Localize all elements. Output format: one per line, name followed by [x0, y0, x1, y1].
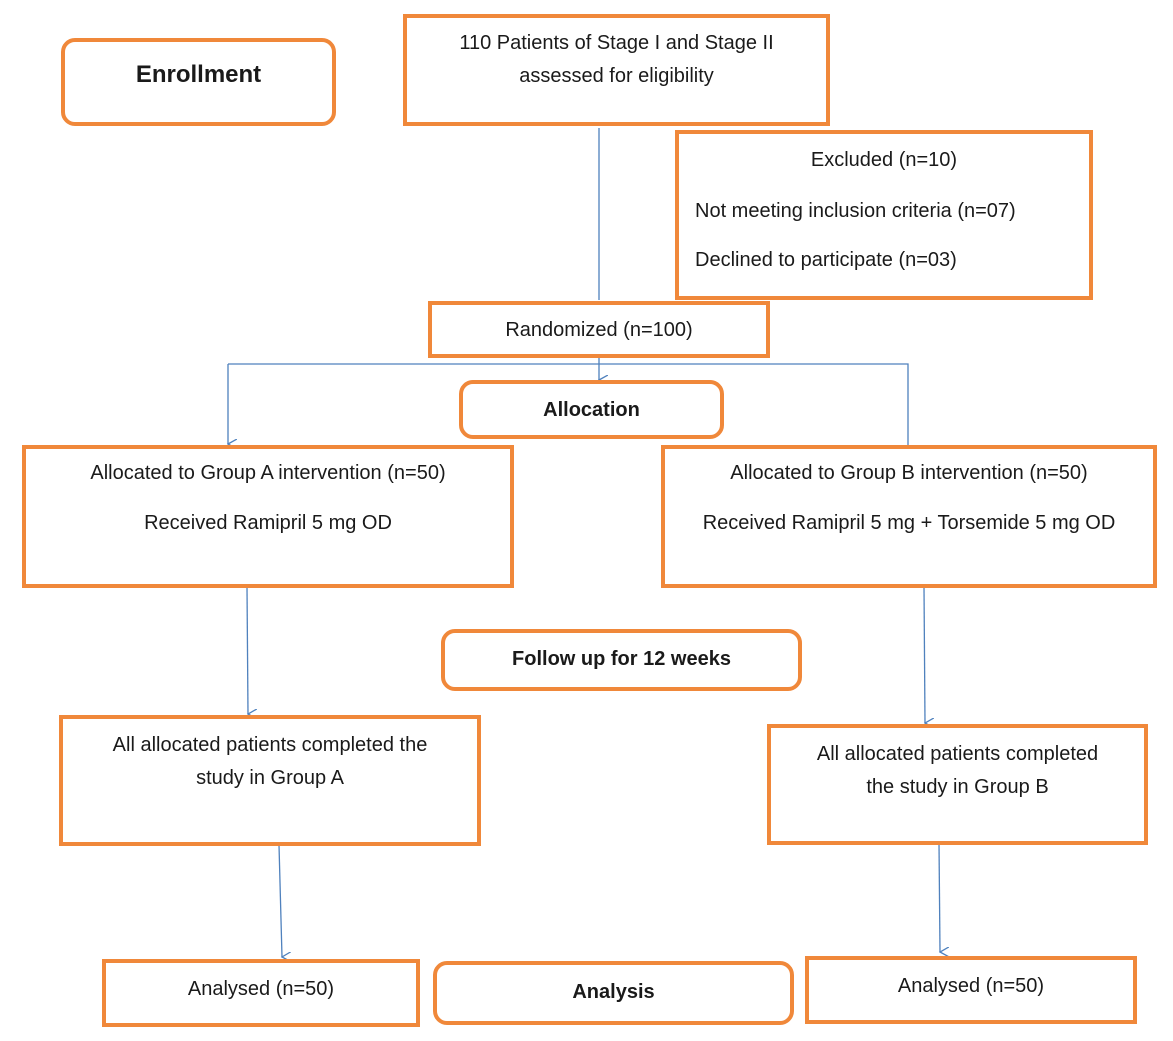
- assessed-box: 110 Patients of Stage I and Stage II ass…: [403, 14, 830, 126]
- group-b-line1: Allocated to Group B intervention (n=50): [730, 462, 1088, 484]
- completed-b-line2: the study in Group B: [866, 776, 1049, 798]
- assessed-line1: 110 Patients of Stage I and Stage II: [459, 32, 774, 54]
- completed-b-line1: All allocated patients completed: [816, 743, 1099, 765]
- excluded-title: Excluded (n=10): [810, 149, 958, 171]
- analysis-box: Analysis: [433, 961, 794, 1025]
- follow-up-box: Follow up for 12 weeks: [441, 629, 802, 691]
- excluded-reason-1: Not meeting inclusion criteria (n=07): [695, 200, 1016, 222]
- follow-up-label: Follow up for 12 weeks: [512, 648, 731, 670]
- allocation-label: Allocation: [543, 399, 640, 421]
- randomized-label: Randomized (n=100): [505, 319, 693, 341]
- connector-split-horizontal: [228, 363, 909, 445]
- allocation-box: Allocation: [459, 380, 724, 439]
- group-b-box: Allocated to Group B intervention (n=50)…: [661, 445, 1157, 588]
- assessed-line2: assessed for eligibility: [519, 65, 714, 87]
- group-a-box: Allocated to Group A intervention (n=50)…: [22, 445, 514, 588]
- enrollment-box: Enrollment: [61, 38, 336, 126]
- excluded-reason-2: Declined to participate (n=03): [695, 249, 957, 271]
- analysed-b-box: Analysed (n=50): [805, 956, 1137, 1024]
- analysis-label: Analysis: [572, 981, 655, 1003]
- excluded-box: Excluded (n=10) Not meeting inclusion cr…: [675, 130, 1093, 300]
- completed-b-box: All allocated patients completed the stu…: [767, 724, 1148, 845]
- arrow-group-a-to-completed: [246, 586, 248, 714]
- group-a-line2: Received Ramipril 5 mg OD: [144, 512, 392, 534]
- arrow-completed-b-to-analysed: [938, 842, 940, 952]
- completed-a-line2: study in Group A: [196, 767, 344, 789]
- analysed-a-box: Analysed (n=50): [102, 959, 420, 1027]
- completed-a-line1: All allocated patients completed the: [112, 734, 428, 756]
- analysed-a-label: Analysed (n=50): [187, 978, 335, 1000]
- analysed-b-label: Analysed (n=50): [897, 975, 1045, 997]
- group-a-line1: Allocated to Group A intervention (n=50): [90, 462, 446, 484]
- randomized-box: Randomized (n=100): [428, 301, 770, 358]
- arrow-group-b-to-completed: [923, 586, 925, 723]
- arrow-completed-a-to-analysed: [278, 844, 282, 957]
- completed-a-box: All allocated patients completed the stu…: [59, 715, 481, 846]
- group-b-line2: Received Ramipril 5 mg + Torsemide 5 mg …: [702, 512, 1116, 534]
- enrollment-label: Enrollment: [135, 61, 262, 88]
